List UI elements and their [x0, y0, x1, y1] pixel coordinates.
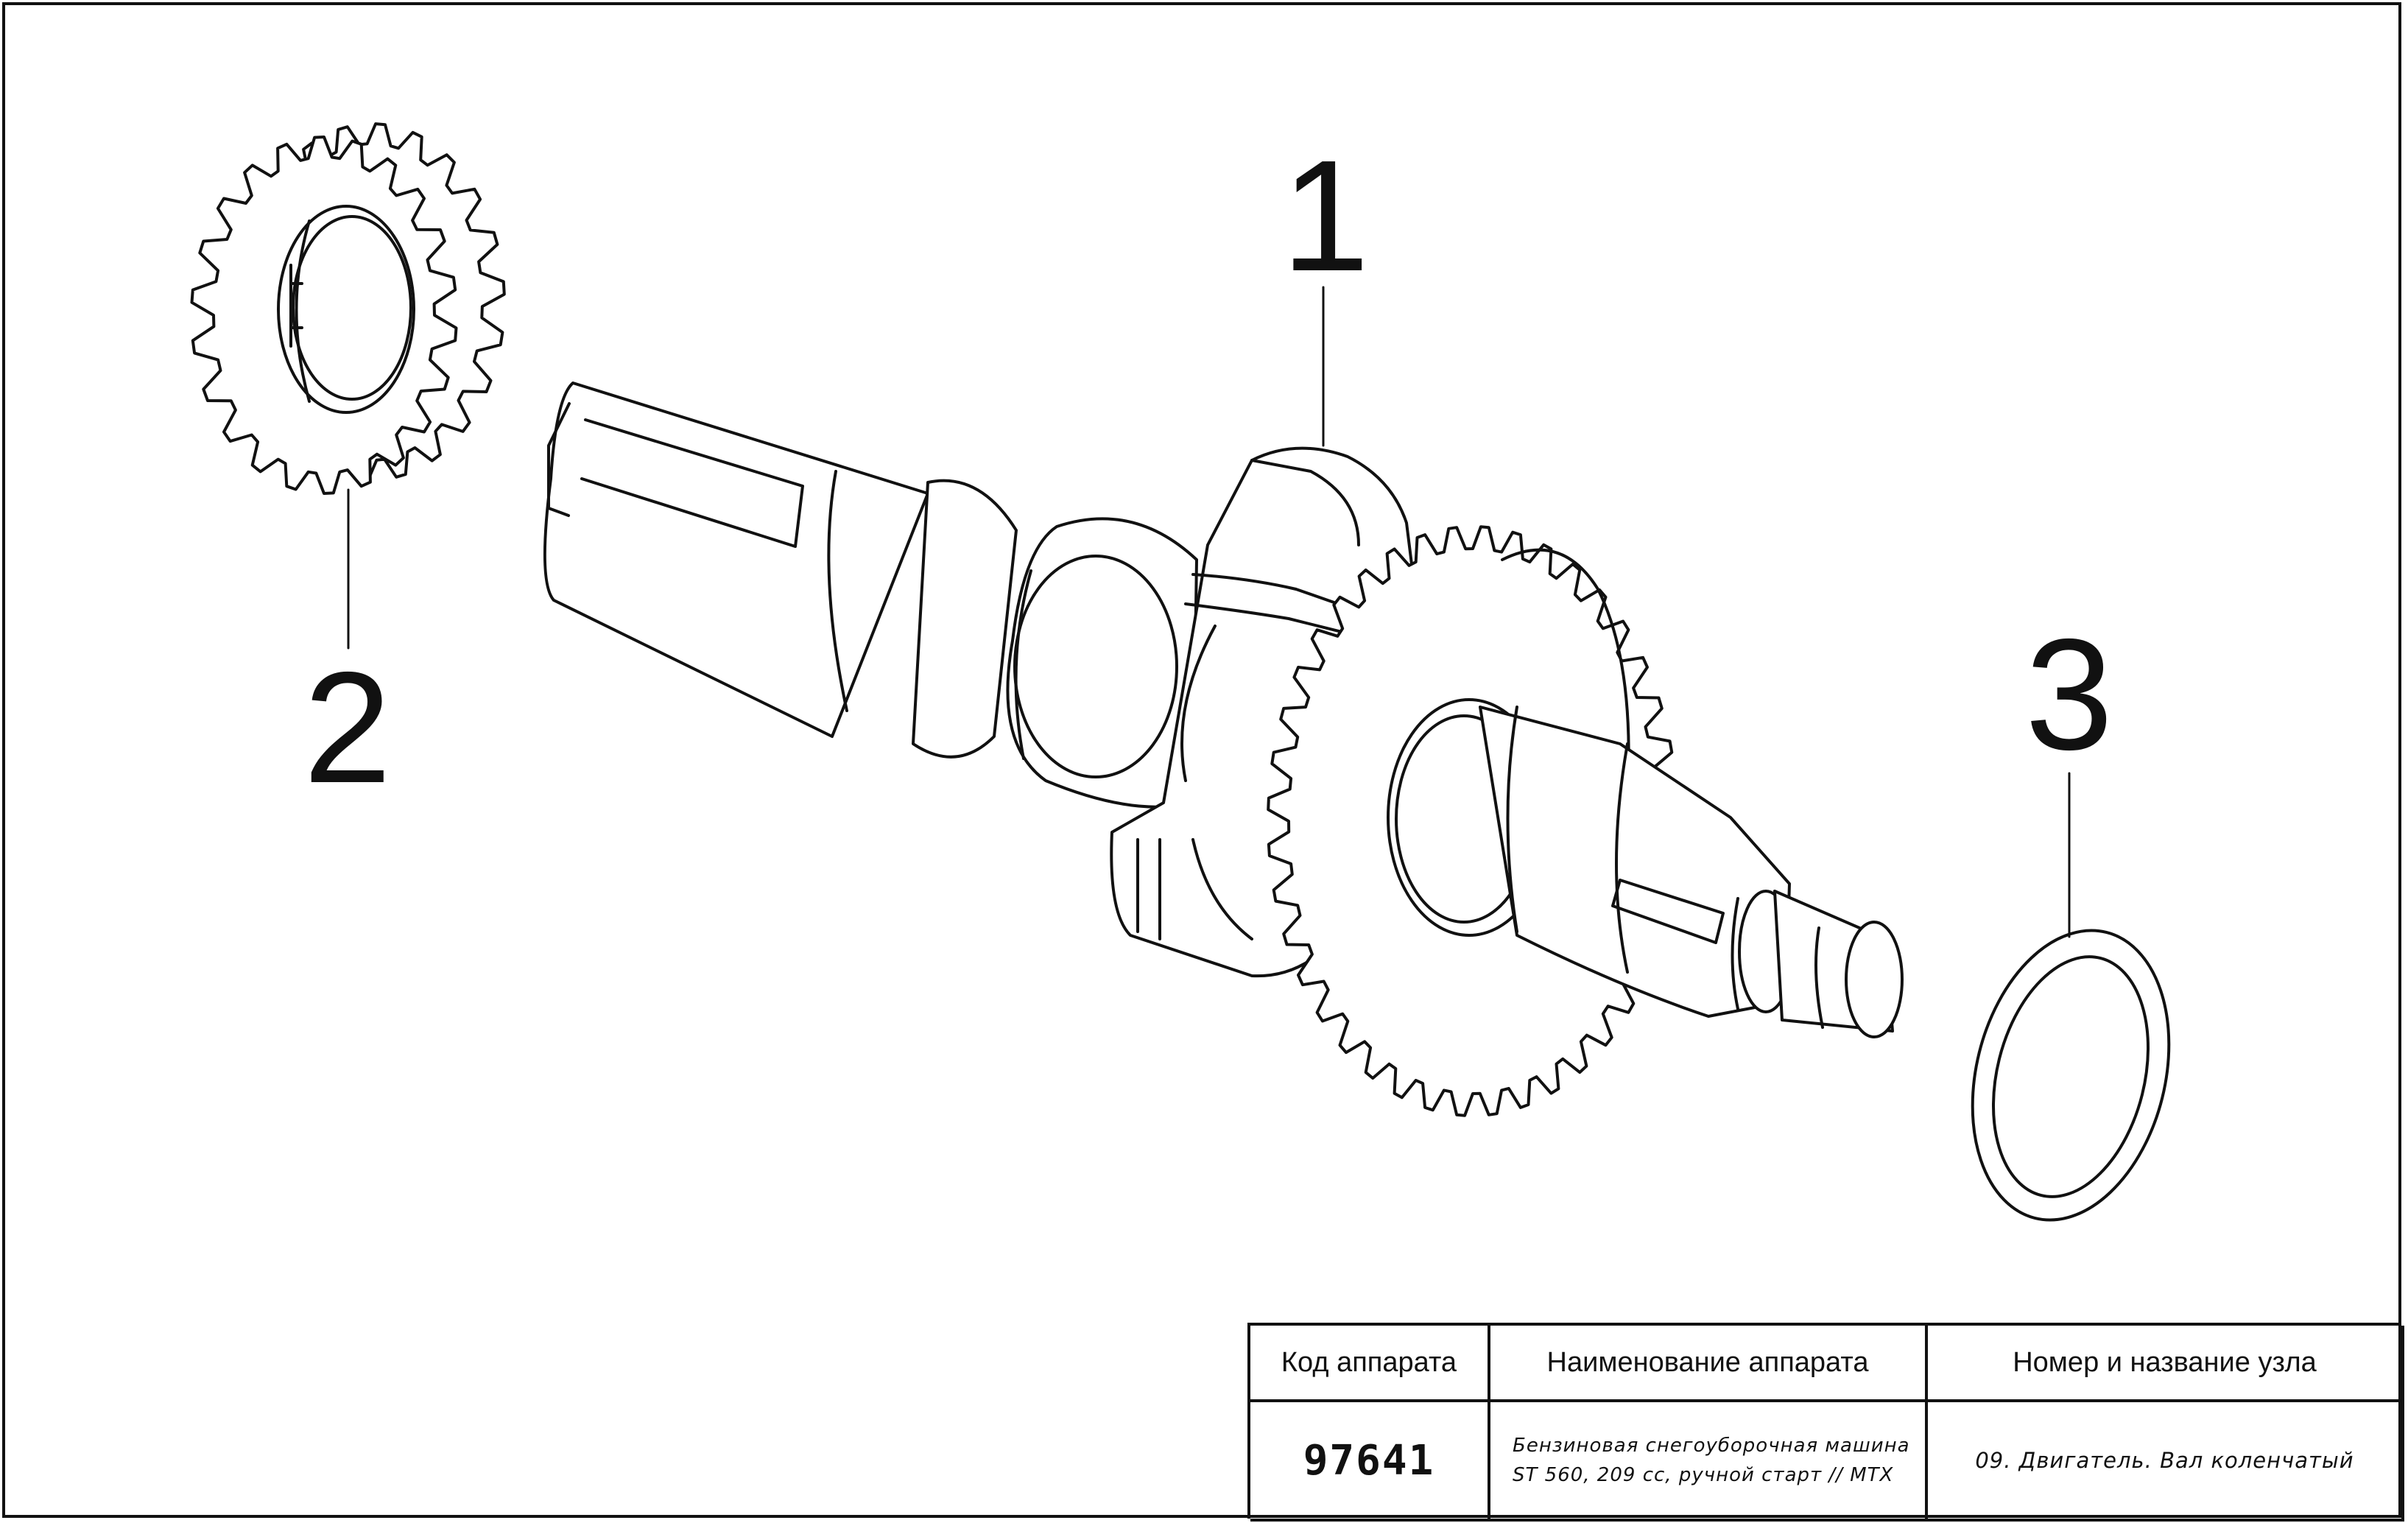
apparatus-code: 97641: [1250, 1402, 1490, 1522]
apparatus-name-line-2: ST 560, 209 cc, ручной старт // MTX: [1513, 1464, 1894, 1486]
crankshaft-icon: [543, 381, 1904, 1117]
header-code: Код аппарата: [1250, 1326, 1490, 1402]
callout-1: 1: [1281, 127, 1370, 304]
callout-3: 3: [2025, 605, 2113, 783]
callout-2: 2: [303, 639, 392, 816]
apparatus-name-line-1: Бензиновая снегоуборочная машина: [1513, 1434, 1910, 1457]
washer-icon: [1971, 929, 2171, 1222]
node-number-name: 09. Двигатель. Вал коленчатый: [1928, 1402, 2404, 1522]
header-node: Номер и название узла: [1928, 1326, 2404, 1402]
title-block: Код аппарата Наименование аппарата Номер…: [1247, 1323, 2404, 1522]
header-name: Наименование аппарата: [1490, 1326, 1928, 1402]
spur-gear-icon: [190, 122, 506, 495]
apparatus-name: Бензиновая снегоуборочная машина ST 560,…: [1490, 1402, 1928, 1522]
